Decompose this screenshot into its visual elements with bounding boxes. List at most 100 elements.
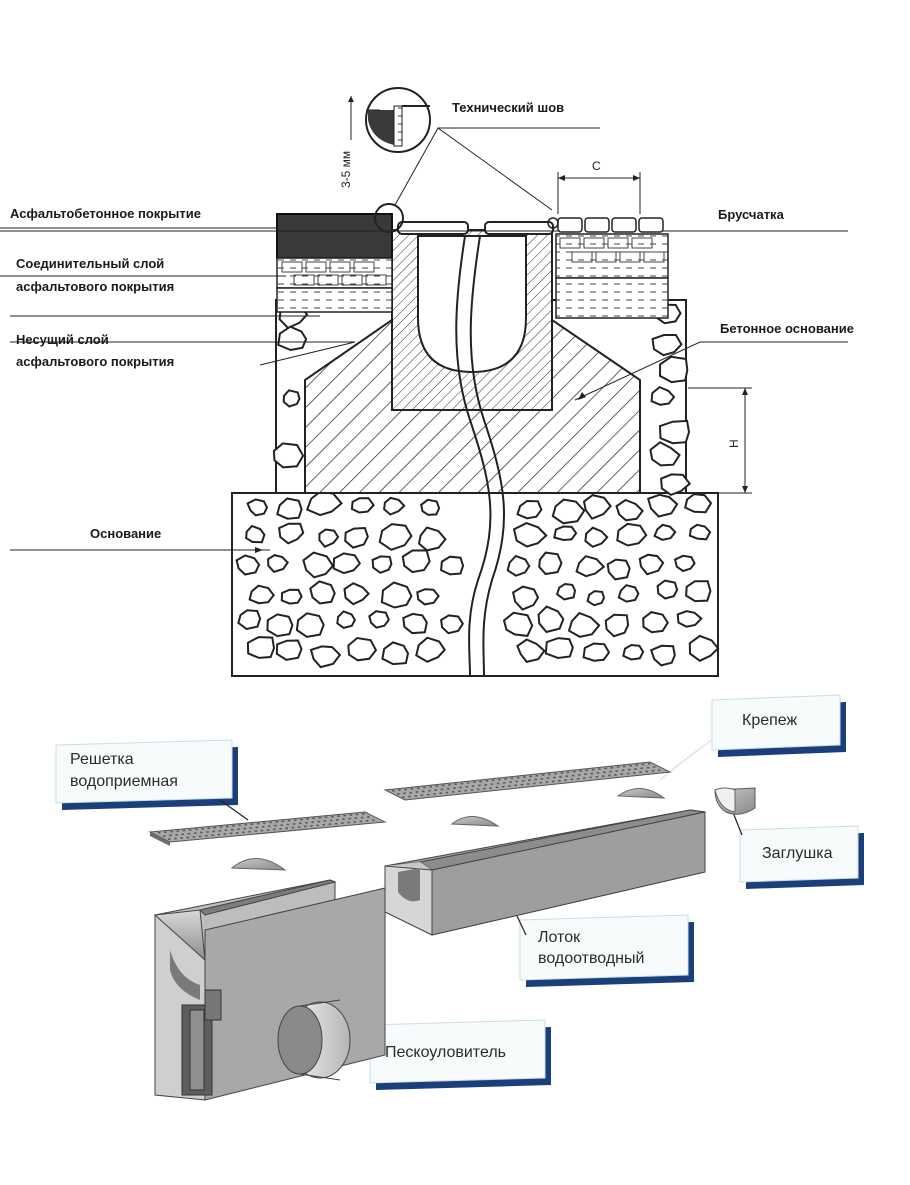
stone (402, 612, 428, 635)
stone (575, 555, 606, 578)
grate-slot (255, 826, 259, 829)
grate-slot (633, 772, 636, 774)
channel-label-1: Лоток (538, 929, 581, 946)
grate-slot (305, 822, 308, 824)
stone (275, 639, 303, 661)
stone (309, 645, 342, 669)
grate-slot (583, 777, 586, 779)
stone (415, 636, 446, 663)
grate-slot (560, 772, 564, 774)
stone (245, 524, 266, 544)
grate-slot (565, 775, 569, 777)
grate-slot (397, 793, 400, 795)
stone (649, 441, 681, 467)
stone (440, 614, 464, 635)
grate-slot (458, 790, 461, 793)
grate-slot (195, 828, 198, 831)
stone (676, 610, 703, 628)
grate-slot (312, 817, 315, 820)
stone (567, 611, 601, 638)
stone (440, 555, 465, 576)
base-label: Основание (90, 526, 161, 541)
grate-slot (261, 826, 265, 828)
stone (650, 385, 676, 406)
grate-slot (440, 788, 444, 791)
grate-slot (534, 778, 537, 781)
grate-slot (318, 817, 322, 819)
grate-slot (256, 822, 260, 825)
grate-slot (212, 830, 215, 833)
grate-slot (372, 819, 375, 821)
stone (653, 523, 677, 541)
grate-slot (448, 784, 451, 786)
grate-slot (180, 837, 183, 839)
grate-slot (523, 776, 526, 778)
stone (302, 551, 335, 579)
grate-slot (200, 831, 203, 834)
grate-slot (546, 777, 550, 779)
grate-slot (540, 778, 544, 780)
grate-slot (274, 824, 277, 827)
stone (646, 493, 679, 518)
grate-slot (623, 765, 626, 768)
stone (604, 613, 630, 638)
grate-slot (427, 793, 430, 796)
grate-slot (496, 782, 500, 785)
bearing-layer (276, 287, 393, 313)
grate-slot (585, 769, 589, 772)
grate-label-2: водоприемная (70, 773, 178, 790)
grate-slot (453, 787, 456, 789)
stone (512, 522, 548, 548)
grate-slot (533, 782, 536, 785)
grate-slot (236, 832, 239, 834)
grate-slot (362, 813, 365, 815)
stone (246, 636, 276, 659)
grate-slot (484, 784, 487, 786)
grate-slot (589, 776, 592, 779)
grate-slot (535, 774, 539, 777)
stone (582, 642, 611, 662)
stone (371, 555, 393, 574)
stone (551, 498, 586, 525)
grate-slot (508, 785, 511, 787)
grate-slot (219, 826, 223, 828)
grate-slot (415, 791, 419, 793)
stone (417, 526, 447, 552)
tech-joint-label: Технический шов (452, 100, 564, 115)
cross-section: С Н 3-5 мм Технический шов Асфальтобетон… (0, 87, 854, 677)
grate-slot (429, 786, 432, 788)
grate-slot (428, 789, 431, 792)
bearing-layer-label-1: Несущий слой (16, 332, 109, 347)
grate-slot (242, 831, 245, 834)
stone (332, 552, 362, 575)
grate-slot (404, 788, 407, 791)
grate-slot (526, 783, 530, 785)
grate-slot (459, 786, 462, 789)
grate-slot (231, 828, 234, 831)
grate-slot (566, 771, 570, 774)
grate-slot (433, 793, 436, 795)
grate-slot (503, 782, 506, 784)
grate-slot (604, 767, 607, 770)
stone (401, 549, 431, 574)
stone (617, 584, 640, 603)
stone (555, 582, 577, 601)
stone (616, 522, 648, 547)
grate-slot (322, 824, 325, 826)
grate-slot (266, 829, 270, 831)
drain-channel-part (384, 809, 706, 936)
stone (502, 611, 534, 637)
grate-slot (244, 823, 247, 826)
grate-slot (187, 832, 191, 835)
grate-slot (596, 772, 600, 774)
grate-slot (238, 824, 241, 827)
grate-slot (491, 779, 495, 782)
grate-slot (249, 827, 252, 829)
grate-slot (280, 824, 283, 826)
callout-sand-trap: Пескоуловитель (349, 1019, 551, 1090)
grate-slot (213, 826, 217, 829)
paving-stones (557, 217, 664, 233)
grate-slot (614, 774, 617, 776)
grate-slot (164, 831, 167, 833)
